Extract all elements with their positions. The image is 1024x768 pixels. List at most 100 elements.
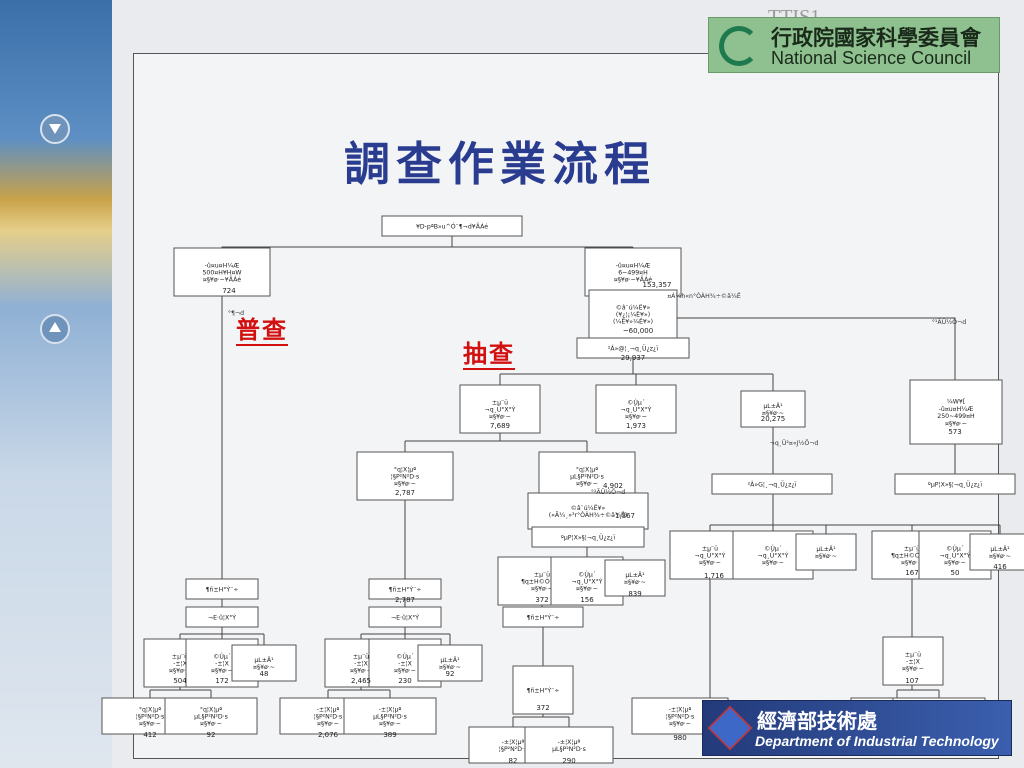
flow-node-text: ±µ¨ü	[492, 398, 508, 406]
flow-node-text: °q¦X¦µª	[200, 705, 222, 713]
count-label: 573	[948, 428, 961, 436]
count-label: 372	[536, 704, 549, 712]
flow-node-box	[711, 473, 833, 495]
count-label: 416	[993, 563, 1007, 571]
flow-node-text: °q¦X¦µª	[394, 465, 416, 473]
flow-node-box	[595, 384, 677, 434]
flow-node-text: ¬q¸Ü°X°Ý	[758, 551, 789, 560]
count-label: 1,716	[704, 572, 725, 580]
flow-node-box	[909, 379, 1003, 445]
flow-node-text: ¬E·û¦X°Ý	[391, 613, 419, 622]
flow-node-box	[531, 526, 645, 548]
flow-node-text: ¤§¥ø·~	[379, 721, 401, 728]
flow-node-text: -±¦X	[398, 661, 413, 668]
count-label: 724	[222, 287, 236, 295]
flow-node-box	[524, 726, 614, 764]
page-title: 調查作業流程	[344, 137, 656, 191]
flow-node-text: ¤§¥ø·~	[439, 664, 461, 671]
flow-node-text: -±¦X	[173, 661, 188, 668]
flow-node-text: -±¦X¦µª	[669, 706, 692, 713]
flow-node-text: ¶ñ±H°Ý¨÷	[206, 585, 239, 594]
count-label: 230	[398, 677, 411, 685]
count-label: 412	[143, 731, 156, 739]
nsc-logo-banner: 行政院國家科學委員會 National Science Council	[708, 17, 1000, 73]
flow-node-text: ¤§¥ø·~	[945, 420, 967, 427]
connector-line	[633, 317, 956, 396]
flow-node-text: ¤§¥ø·~	[576, 481, 598, 488]
flow-node-box	[185, 606, 259, 628]
flow-node-box	[740, 390, 806, 428]
flow-node-text: -±¦X¦µª	[502, 739, 525, 746]
flow-node-text: ¤§¥ø·~	[531, 586, 553, 593]
flow-node-text: 500¤H¥H¤W	[202, 270, 241, 277]
flow-node-text: ©â¨ú¼Ë¥»	[571, 503, 606, 512]
count-label: 2,076	[318, 731, 339, 739]
flow-node-text: ¬q¸Ü°X°Ý	[572, 577, 603, 586]
flow-node-box	[969, 533, 1024, 571]
count-label: ~60,000	[623, 327, 653, 335]
count-label: 504	[173, 677, 187, 685]
flow-node-text: ©Úµ´	[946, 543, 964, 552]
count-label: 980	[673, 734, 686, 742]
flow-node-text: ¤§¥ø·~	[902, 666, 924, 673]
flow-node-text: °q¦X¦µª	[576, 465, 598, 473]
flow-node-text: ¶q±H©Ò±¶X	[521, 577, 564, 586]
flow-node-box	[527, 492, 649, 530]
count-label: 107	[905, 677, 918, 685]
doit-logo-banner: 經濟部技術處 Department of Industrial Technolo…	[702, 700, 1012, 756]
flow-node-text: µL±Ä¹	[254, 655, 274, 664]
flow-node-text: -±¦X	[354, 661, 369, 668]
flow-node-text: ±µ¨ü	[172, 652, 188, 660]
edge-label: ¬q¸Ü²¤«J½Õ¬d	[770, 438, 819, 447]
flow-node-text: µL±Ä¹	[990, 544, 1010, 553]
flow-node-text: ¦§P²N²D·s	[499, 746, 527, 753]
count-label: 372	[535, 596, 548, 604]
flow-node-box	[795, 533, 857, 571]
flow-node-text: ¤§¥ø·~	[624, 579, 646, 586]
flow-node-text: ©Úµ´	[213, 651, 231, 660]
flow-node-box	[417, 644, 483, 682]
flow-node-text: µL§P²N²D·s	[552, 746, 586, 753]
census-label: 普查	[236, 315, 288, 346]
flow-node-text: ¤§¥ø·~	[815, 553, 837, 560]
flow-node-text: µL±Ä¹	[440, 655, 460, 664]
flow-node-text: ¤§¥ø·~	[317, 721, 339, 728]
flow-node-box	[343, 697, 437, 735]
flow-node-box	[588, 289, 678, 339]
count-label: 156	[580, 596, 594, 604]
flow-node-text: ¦§P²N²D·s	[314, 714, 342, 721]
flow-node-text: 250~499¤H	[937, 413, 975, 420]
flow-node-text: ©Úµ´	[396, 651, 414, 660]
count-label: 7,689	[490, 422, 510, 430]
flow-node-text: ¤§¥ø·~	[669, 721, 691, 728]
nsc-name-english: National Science Council	[771, 48, 972, 68]
edge-label: ¤Á¼h«n°ÓÀH¾÷©â¼Ë	[667, 291, 741, 300]
flow-node-text: °q¦X¦µª	[139, 705, 161, 713]
flow-node-box	[231, 644, 297, 682]
flow-node-text: -û¤u¤H¼Æ	[939, 405, 974, 413]
count-label: 1,973	[626, 422, 646, 430]
flow-node-text: ºµP¦X»§¦¬q¸Ü¿z¿ï	[561, 533, 615, 542]
count-label: 839	[628, 590, 641, 598]
flow-node-text: -±¦X¦µª	[558, 739, 581, 746]
flow-node-text: ¤§¥ø·~	[211, 668, 233, 675]
flow-node-text: ¤§¥ø·~	[699, 560, 721, 567]
flow-node-box	[604, 559, 666, 597]
flow-node-text: ¤§¥ø·~	[139, 721, 161, 728]
flow-node-text: ¤§¥ø·~	[489, 414, 511, 421]
edge-label: °¹ÃÛ½Õ¬d	[932, 317, 966, 326]
count-label: 50	[951, 569, 960, 577]
flow-node-text: (¼Ë¥»¼Ë¥»)	[613, 317, 653, 326]
flow-node-text: ¬q¸Ü°X°Ý	[695, 551, 726, 560]
flow-node-text: µL±Ä¹	[763, 401, 783, 410]
flow-node-text: ¶ñ±H°Ý¨÷	[527, 686, 560, 695]
nsc-name-chinese: 行政院國家科學委員會	[771, 26, 981, 50]
flow-node-box	[164, 697, 258, 735]
flow-node-text: -±¦X	[906, 659, 921, 666]
sampling-label: 抽查	[463, 339, 515, 370]
flow-node-text: ¤§¥ø·~	[394, 481, 416, 488]
count-label: 29,937	[621, 354, 646, 362]
flow-node-text: ¤§¥ø·~	[576, 586, 598, 593]
flow-node-box	[894, 473, 1016, 495]
flow-node-text: ¤§¥ø·~	[200, 721, 222, 728]
